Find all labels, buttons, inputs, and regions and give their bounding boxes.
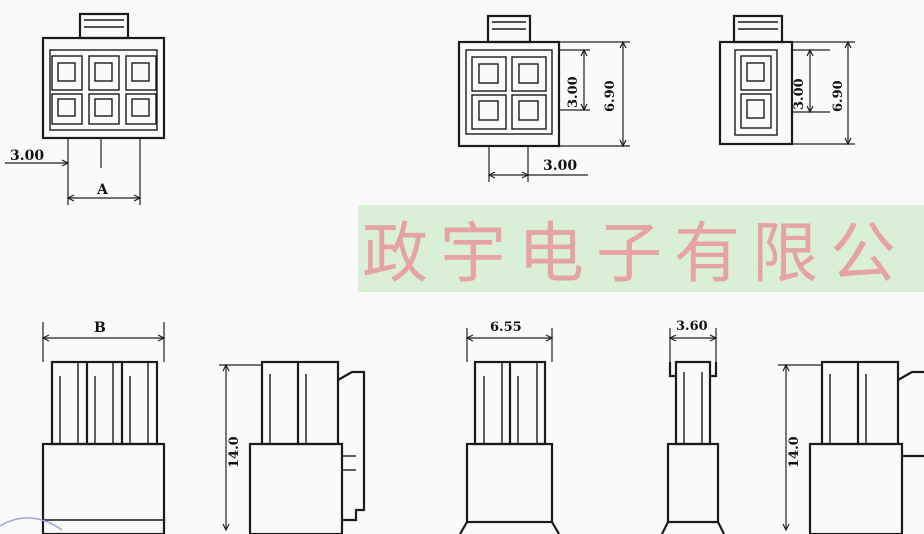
dim-width-front3: 6.55	[490, 320, 522, 335]
front-view-2pin	[718, 14, 855, 146]
front-view-4pin	[457, 14, 630, 182]
dim-height-side2: 14.0	[787, 436, 802, 468]
side-view-2	[778, 360, 924, 534]
side-front-view-3	[459, 328, 560, 534]
dim-pitch-right-v: 3.00	[792, 78, 807, 110]
dim-pitch-mid-h: 3.00	[543, 158, 577, 174]
dim-height-side1: 14.0	[227, 436, 242, 468]
side-front-view-1	[41, 322, 166, 534]
watermark-text: 政宇电子有限公	[362, 215, 908, 292]
dim-height-mid: 6.90	[603, 80, 618, 112]
dim-width-front4: 3.60	[676, 319, 708, 334]
dim-b-label: B	[94, 320, 106, 336]
dim-height-right: 6.90	[831, 80, 846, 112]
side-front-view-4	[661, 328, 725, 534]
watermark-band	[358, 205, 924, 292]
pin-cavity-grid	[51, 55, 157, 125]
dim-a-label: A	[96, 182, 109, 198]
side-view-1	[219, 360, 366, 534]
front-view-6pin	[5, 12, 166, 205]
dim-pitch-mid-v: 3.00	[566, 76, 581, 108]
dim-pitch-left: 3.00	[10, 148, 44, 164]
stamp-mark	[0, 517, 63, 531]
